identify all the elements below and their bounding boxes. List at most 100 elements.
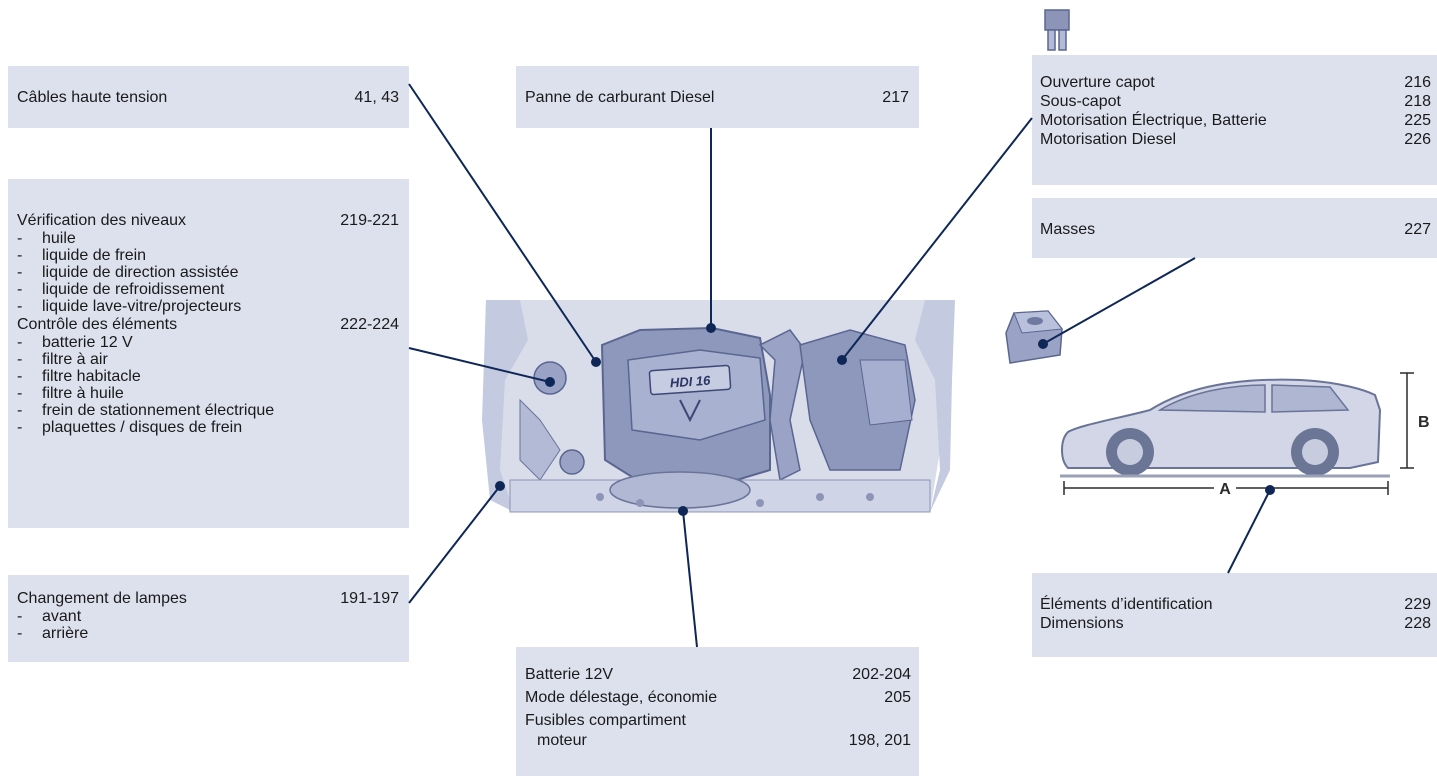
entry-label: Contrôle des éléments [17, 316, 178, 333]
callout-line-batterie [682, 510, 698, 648]
callout-dot [591, 357, 601, 367]
dash: - [17, 264, 23, 281]
list-item: - liquide lave-vitre/projecteurs [17, 298, 399, 315]
dash: - [17, 298, 23, 315]
item-text: arrière [42, 625, 89, 642]
list-item: - arrière [17, 625, 399, 642]
engine-badge: HDI 16 [669, 373, 711, 391]
entry-label: Éléments d’identification [1040, 596, 1213, 613]
entry-page: 226 [1404, 131, 1431, 148]
entry-label: Dimensions [1040, 615, 1124, 632]
entry-label: moteur [537, 732, 587, 749]
entry-page: 41, 43 [354, 89, 399, 106]
fuse-icon [1044, 9, 1070, 51]
callout-dot [706, 323, 716, 333]
dash: - [17, 402, 23, 419]
dash: - [17, 230, 23, 247]
item-text: filtre à huile [42, 385, 124, 402]
dash: - [17, 351, 23, 368]
entry-label: Batterie 12V [525, 666, 614, 683]
list-item: - liquide de direction assistée [17, 264, 399, 281]
list-item: - plaquettes / disques de frein [17, 419, 399, 436]
entry-label: Fusibles compartiment [525, 712, 686, 729]
callout-line-lampes [408, 485, 501, 604]
item-text: plaquettes / disques de frein [42, 419, 243, 436]
callout-dot [678, 506, 688, 516]
entry-page: 205 [884, 689, 911, 706]
dash: - [17, 625, 23, 642]
entry-page: 202-204 [852, 666, 911, 683]
entry-carburant: Panne de carburant Diesel 217 [525, 88, 909, 107]
entry-changement-lampes: Changement de lampes 191-197 [17, 589, 399, 608]
callout-dot [495, 481, 505, 491]
callout-line-verification [408, 347, 551, 383]
entry-controle-elements: Contrôle des éléments 222-224 [17, 315, 399, 334]
entry-label: Masses [1040, 221, 1096, 238]
item-text: avant [42, 608, 82, 625]
ground-terminal-icon [1005, 310, 1063, 364]
dash: - [17, 368, 23, 385]
entry-label: Changement de lampes [17, 590, 187, 607]
dash: - [17, 385, 23, 402]
entry-page: 218 [1404, 93, 1431, 110]
entry-page: 227 [1404, 221, 1431, 238]
entry-page: 222-224 [340, 316, 399, 333]
entry-label: Motorisation Électrique, Batterie [1040, 112, 1267, 129]
list-item: - filtre habitacle [17, 368, 399, 385]
box-capot: Ouverture capot 216 Sous-capot 218 Motoris… [1032, 55, 1437, 185]
dimension-b-label: B [1418, 414, 1430, 431]
list-item: - huile [17, 230, 399, 247]
item-text: liquide de direction assistée [42, 264, 239, 281]
dash: - [17, 419, 23, 436]
item-text: huile [42, 230, 76, 247]
item-text: filtre habitacle [42, 368, 141, 385]
list-item: -frein de stationnement électrique [17, 402, 399, 419]
list-item: - liquide de refroidissement [17, 281, 399, 298]
list-item: - batterie 12 V [17, 334, 399, 351]
entry-label: Ouverture capot [1040, 74, 1155, 91]
box-batterie: Batterie 12V 202-204 Mode délestage, écon… [516, 647, 919, 776]
box-changement-lampes: Changement de lampes 191-197 - avant - arr… [8, 575, 409, 662]
box-cables-haute-tension: Câbles haute tension 41, 43 [8, 66, 409, 128]
dash: - [17, 608, 23, 625]
box-masses: Masses 227 [1032, 198, 1437, 258]
entry-motorisation-diesel: Motorisation Diesel 226 [1040, 130, 1431, 149]
dash: - [17, 247, 23, 264]
entry-cables: Câbles haute tension 41, 43 [17, 88, 399, 107]
item-text: batterie 12 V [42, 334, 133, 351]
item-text: liquide de frein [42, 247, 147, 264]
list-item: - filtre à air [17, 351, 399, 368]
dash: - [17, 281, 23, 298]
entry-page: 216 [1404, 74, 1431, 91]
entry-fusibles: Fusibles compartiment [525, 711, 911, 731]
entry-page: 229 [1404, 596, 1431, 613]
list-item: - liquide de frein [17, 247, 399, 264]
item-text: filtre à air [42, 351, 108, 368]
car-side-illustration: B A [1060, 372, 1430, 498]
entry-page: 217 [882, 89, 909, 106]
entry-mode-delestage: Mode délestage, économie 205 [525, 686, 911, 709]
entry-label: Vérification des niveaux [17, 212, 186, 229]
box-verification-controle: Vérification des niveaux 219-221 -huile … [8, 179, 409, 528]
entry-page: 191-197 [340, 590, 399, 607]
entry-label: Câbles haute tension [17, 89, 168, 106]
entry-page: 219-221 [340, 212, 399, 229]
item-text: liquide lave-vitre/projecteurs [42, 298, 242, 315]
entry-sous-capot: Sous-capot 218 [1040, 92, 1431, 111]
box-panne-carburant: Panne de carburant Diesel 217 [516, 66, 919, 128]
box-identification: Éléments d’identification 229 Dimensions 2… [1032, 573, 1437, 657]
entry-page: 228 [1404, 615, 1431, 632]
entry-dimensions: Dimensions 228 [1040, 614, 1431, 633]
item-text: liquide de refroidissement [42, 281, 225, 298]
entry-elements-identification: Éléments d’identification 229 [1040, 595, 1431, 614]
list-item: - avant [17, 608, 399, 625]
entry-label: Motorisation Diesel [1040, 131, 1177, 148]
entry-masses: Masses 227 [1040, 220, 1431, 239]
entry-ouverture-capot: Ouverture capot 216 [1040, 73, 1431, 92]
entry-label: Sous-capot [1040, 93, 1121, 110]
dash: - [17, 334, 23, 351]
dimension-a-label: A [1219, 481, 1231, 498]
entry-label: Mode délestage, économie [525, 689, 718, 706]
